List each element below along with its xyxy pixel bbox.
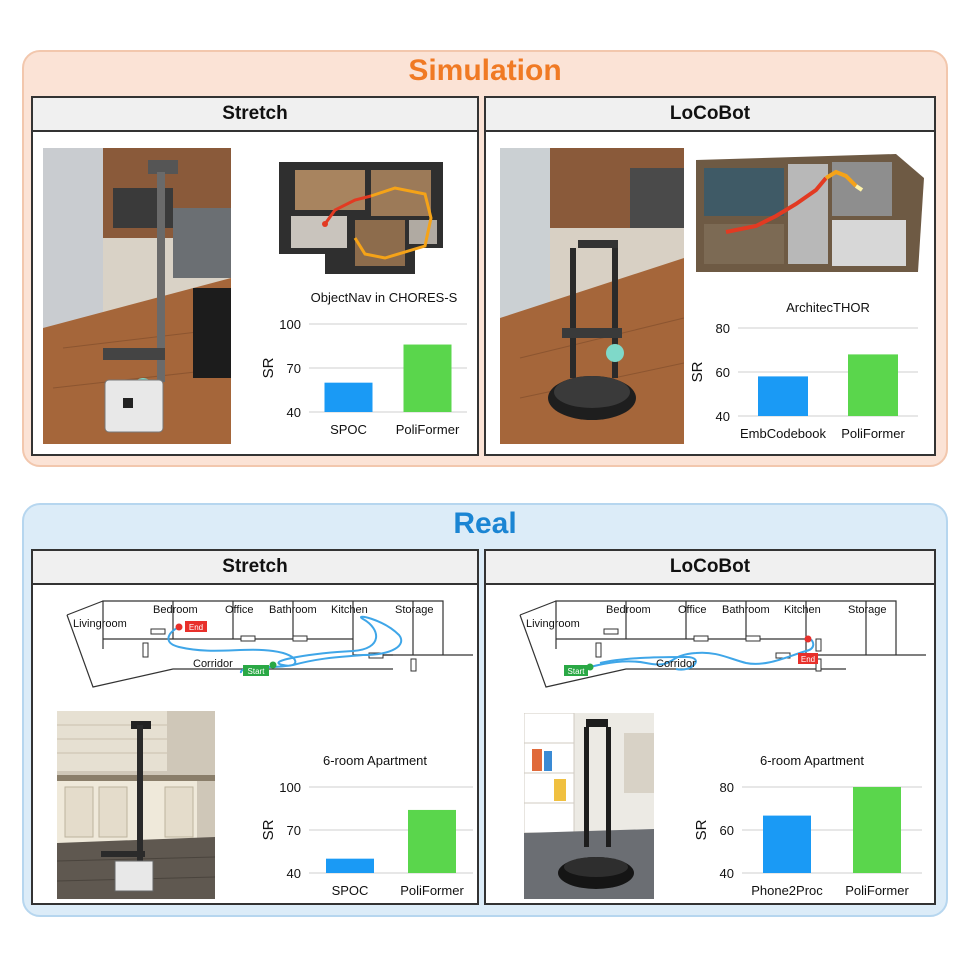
sim-locobot-panel: LoCoBot xyxy=(484,96,936,456)
map-room-storage: Storage xyxy=(848,604,887,616)
map-room-kitchen: Kitchen xyxy=(784,604,821,616)
real-stretch-panel: Stretch xyxy=(31,549,479,905)
bar-spoc xyxy=(324,382,373,412)
map-end-label: End xyxy=(801,655,815,664)
map-room-office: Office xyxy=(225,604,254,616)
real-title: Real xyxy=(453,507,517,540)
real-stretch-apartment-map: End Start Livingroom Bedroom Office Bath… xyxy=(63,599,473,699)
real-section: Real Stretch xyxy=(22,503,948,917)
y-tick-label: 100 xyxy=(279,780,301,795)
y-tick-label: 80 xyxy=(720,780,734,795)
sim-stretch-robot-render xyxy=(43,148,231,444)
map-room-bedroom: Bedroom xyxy=(153,604,198,616)
simulation-title: Simulation xyxy=(408,54,562,87)
sim-locobot-header: LoCoBot xyxy=(486,98,934,132)
real-stretch-robot-photo xyxy=(57,711,215,899)
map-room-office: Office xyxy=(678,604,707,616)
y-axis-label: SR xyxy=(689,361,706,382)
map-start-label: Start xyxy=(248,667,266,676)
bar-embcodebook xyxy=(758,376,808,416)
real-locobot-robot-photo xyxy=(524,713,654,899)
map-start-label: Start xyxy=(568,667,586,676)
y-tick-label: 40 xyxy=(716,409,730,424)
bar-spoc xyxy=(326,858,374,873)
x-tick-label: EmbCodebook xyxy=(740,426,826,441)
y-tick-label: 100 xyxy=(279,317,301,332)
real-stretch-header: Stretch xyxy=(33,551,477,585)
real-locobot-apartment-map: End Start Livingroom Bedroom Office Bath… xyxy=(516,599,926,699)
map-end-label: End xyxy=(189,623,203,632)
y-axis-label: SR xyxy=(693,819,710,840)
chart-title: 6-room Apartment xyxy=(760,753,864,768)
x-tick-label: SPOC xyxy=(330,422,367,437)
y-tick-label: 80 xyxy=(716,321,730,336)
real-locobot-header: LoCoBot xyxy=(486,551,934,585)
x-tick-label: PoliFormer xyxy=(400,883,464,898)
y-tick-label: 70 xyxy=(287,823,301,838)
bar-poliformer xyxy=(403,344,452,412)
bar-poliformer xyxy=(848,354,898,416)
y-axis-label: SR xyxy=(260,819,277,840)
bar-phone2proc xyxy=(763,815,811,873)
map-room-bedroom: Bedroom xyxy=(606,604,651,616)
real-locobot-panel: LoCoBot xyxy=(484,549,936,905)
x-tick-label: SPOC xyxy=(332,883,369,898)
map-corridor-label: Corridor xyxy=(193,658,233,670)
map-room-kitchen: Kitchen xyxy=(331,604,368,616)
sim-stretch-floorplan xyxy=(275,158,459,274)
x-tick-label: PoliFormer xyxy=(841,426,905,441)
sim-stretch-header: Stretch xyxy=(33,98,477,132)
map-room-bathroom: Bathroom xyxy=(269,604,317,616)
map-room-bathroom: Bathroom xyxy=(722,604,770,616)
map-room-livingroom: Livingroom xyxy=(73,618,127,630)
sim-locobot-robot-render xyxy=(500,148,684,444)
y-tick-label: 60 xyxy=(716,365,730,380)
y-tick-label: 40 xyxy=(287,405,301,420)
chart-title: ObjectNav in CHORES-S xyxy=(311,290,458,305)
chart-title: 6-room Apartment xyxy=(323,753,427,768)
bar-poliformer xyxy=(408,809,456,873)
sim-stretch-panel: Stretch xyxy=(31,96,479,456)
x-tick-label: PoliFormer xyxy=(845,883,909,898)
y-tick-label: 60 xyxy=(720,823,734,838)
simulation-section: Simulation Stretch xyxy=(22,50,948,467)
x-tick-label: Phone2Proc xyxy=(751,883,823,898)
bar-poliformer xyxy=(853,787,901,873)
map-room-livingroom: Livingroom xyxy=(526,618,580,630)
y-axis-label: SR xyxy=(261,357,277,378)
x-tick-label: PoliFormer xyxy=(396,422,460,437)
y-tick-label: 70 xyxy=(287,361,301,376)
sim-locobot-floorplan xyxy=(696,154,924,276)
chart-title: ArchitecTHOR xyxy=(786,300,870,315)
y-tick-label: 40 xyxy=(720,866,734,881)
map-room-storage: Storage xyxy=(395,604,434,616)
map-corridor-label: Corridor xyxy=(656,658,696,670)
y-tick-label: 40 xyxy=(287,866,301,881)
